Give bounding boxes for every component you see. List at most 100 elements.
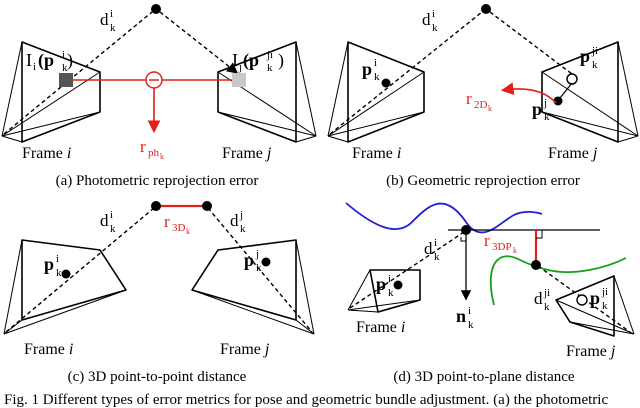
panel-b-point-j [553, 96, 563, 106]
panel-b-frame-left [327, 41, 425, 143]
panel-d-pixel-ji [576, 294, 588, 306]
panel-c-d-left-sub: k [110, 223, 116, 235]
panel-b: d i k p i k p ji k p j k r 2D k Frame i … [327, 4, 639, 189]
panel-b-point-i [381, 78, 391, 88]
panel-c-p-right: p [244, 250, 254, 270]
panel-d-n-sup: i [468, 305, 471, 317]
panel-c-d-right-sub: k [240, 223, 246, 235]
panel-b-p-j-sup: j [543, 97, 547, 109]
panel-b-p-j: p [532, 99, 542, 119]
panel-d-pixel-i [393, 280, 403, 290]
panel-c-p-left: p [44, 254, 54, 274]
panel-b-caption: (b) Geometric reprojection error [386, 173, 580, 189]
panel-a-I-left-close: ) [67, 50, 73, 71]
panel-c-r-label: r [164, 212, 170, 231]
panel-d: d i k d ji k p i k p ji k n i k r 3DP k … [345, 202, 635, 385]
panel-b-frame-left-label: Frame i [352, 145, 401, 162]
panel-a-I-right-sub: j [238, 61, 242, 73]
panel-b-r-subsub: k [488, 104, 492, 113]
panel-d-d-left-sup: i [434, 237, 437, 249]
panel-d-d-left-sub: k [434, 251, 440, 263]
panel-a-I-right-arg: (p [243, 50, 259, 71]
panel-d-r-sub: 3DP [492, 241, 512, 253]
panel-c-r-sub: 3D [172, 222, 186, 234]
panel-d-r-subsub: k [513, 246, 517, 255]
panel-a-I-right: I [232, 50, 238, 70]
panel-b-r-sub: 2D [474, 99, 488, 111]
panel-a-d-label: d [100, 10, 109, 29]
panel-a-r-subsub: k [160, 152, 164, 161]
panel-a-d-sub: k [110, 22, 116, 34]
panel-b-p-ji-sup: ji [591, 45, 598, 57]
panel-a-r-sub: ph [148, 147, 160, 159]
panel-d-caption: (d) 3D point-to-plane distance [393, 369, 575, 385]
panel-d-p-right: p [590, 288, 600, 308]
panel-a-pixel-left [59, 73, 73, 87]
panel-a-pixel-right [232, 73, 246, 87]
panel-b-frame-right-label: Frame j [548, 145, 598, 162]
panel-a-frame-left-label: Frame i [22, 145, 71, 162]
panel-c-p-left-sup: i [56, 253, 59, 265]
panel-b-point-ji [566, 73, 578, 85]
panel-c-point-j [202, 201, 212, 211]
panel-c-ray-right [207, 207, 313, 333]
panel-b-r-label: r [466, 89, 472, 108]
panel-d-blue-surface [345, 202, 543, 234]
panel-a: d i k I i (p i k ) I j (p ji k ) r ph k … [1, 4, 317, 189]
figure-footer-caption: Fig. 1 Different types of error metrics … [4, 392, 608, 408]
panel-a-I-right-arg-sup: ji [266, 49, 273, 61]
panel-b-frame-right [541, 41, 639, 143]
panel-d-n-sub: k [468, 319, 474, 331]
panel-a-r-label: r [140, 137, 146, 156]
panel-b-p-ji: p [580, 46, 590, 66]
panel-b-d-sub: k [432, 22, 438, 34]
panel-b-d-sup: i [432, 8, 435, 20]
panel-a-I-right-close: ) [278, 50, 284, 71]
panel-c-caption: (c) 3D point-to-point distance [68, 369, 247, 385]
panel-c-d-left: d [100, 211, 109, 230]
panel-b-p-j-sub: k [544, 111, 550, 123]
panel-b-p-left-sub: k [374, 71, 380, 83]
panel-b-d-label: d [422, 10, 431, 29]
panel-c-pixel-j [261, 257, 271, 267]
panel-a-frame-left [1, 41, 101, 143]
panel-a-ray-left [3, 11, 153, 135]
panel-b-ray-left [329, 11, 483, 135]
panel-c-d-right-sup: j [239, 209, 243, 221]
panel-d-ray-left [349, 231, 465, 309]
panel-a-caption: (a) Photometric reprojection error [56, 173, 259, 189]
panel-c-r-subsub: k [186, 227, 190, 236]
panel-c-frame-left-label: Frame i [24, 341, 73, 358]
panel-d-frame-right [555, 275, 635, 337]
panel-d-frame-left-label: Frame i [356, 319, 405, 336]
panel-d-point-j [531, 260, 541, 270]
panel-d-point-i [461, 225, 471, 235]
panel-c-d-left-sup: i [110, 209, 113, 221]
panel-d-d-left: d [424, 239, 433, 258]
panel-d-p-right-sub: k [602, 300, 608, 312]
panel-c: d i k d j k p i k p j k r 3D k Frame i F… [3, 201, 315, 385]
panel-d-p-left: p [376, 274, 386, 294]
panel-c-frame-left [3, 239, 127, 335]
panel-c-d-right: d [230, 211, 239, 230]
panel-b-3d-point [481, 4, 491, 14]
panel-a-ray-right [159, 11, 239, 74]
panel-a-I-left-arg: (p [38, 50, 54, 71]
panel-c-p-left-sub: k [56, 267, 62, 279]
panel-d-n-label: n [456, 306, 466, 326]
panel-a-I-left: I [26, 50, 32, 70]
panel-d-p-left-sub: k [388, 287, 394, 299]
panel-d-p-right-sup: ji [601, 286, 608, 298]
panel-d-p-left-sup: i [388, 273, 391, 285]
panel-a-3d-point [151, 4, 161, 14]
panel-c-point-i [151, 201, 161, 211]
panel-c-p-right-sup: j [255, 248, 259, 260]
panel-d-d-right: d [534, 289, 543, 308]
panel-a-d-sup: i [110, 8, 113, 20]
panel-d-d-right-sub: k [544, 301, 550, 313]
panel-a-frame-right-label: Frame j [222, 145, 272, 162]
panel-b-ray-right [489, 11, 573, 75]
panel-b-error-arrow [500, 82, 557, 104]
panel-c-pixel-i [61, 269, 71, 279]
